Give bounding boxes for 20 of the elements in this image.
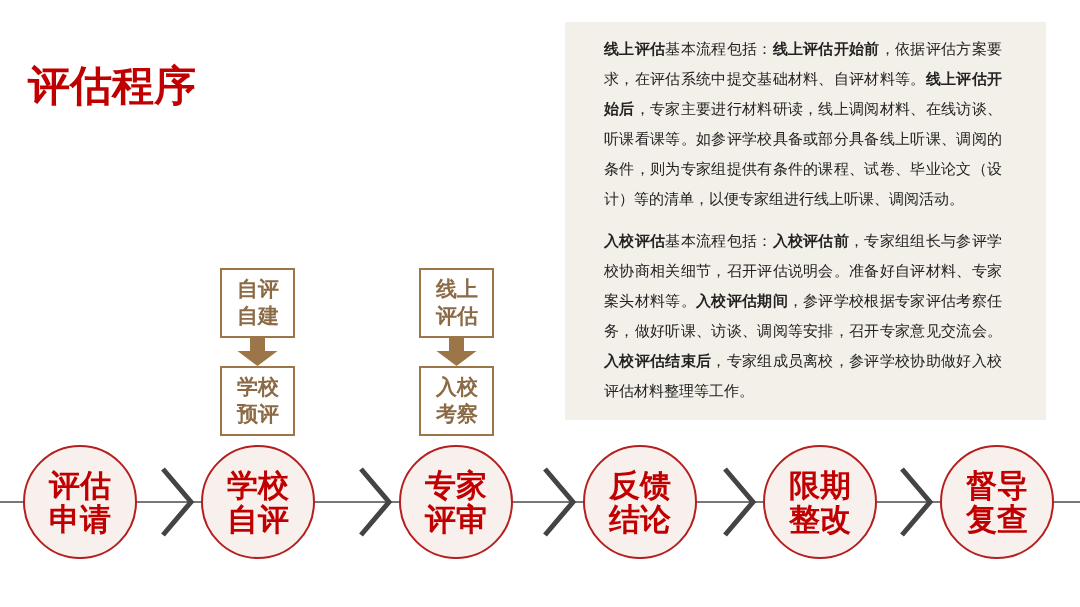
step-circle: 反馈结论 <box>583 445 697 559</box>
chevron-arrow <box>136 466 202 538</box>
paragraph: 入校评估基本流程包括：入校评估前，专家组组长与参评学校协商相关细节，召开评估说明会。准备好自评材料、专家案头材料等。入校评估期间，参评学校根据专家评估考察任务，做好听课、访谈、调阅等安排，召开专家意见交流会。入校评估结束后，专家组成员离校，参评学校协助做好入校评估材料整理等工作。 <box>604 231 1002 401</box>
paragraph: 线上评估基本流程包括：线上评估开始前，依据评估方案要求，在评估系统中提交基础材料、自评材料等。线上评估开始后，专家主要进行材料研读，线上调阅材料、在线访谈、听课看课等。如参评学校具备或部分具备线上听课、调阅的条件，则为专家组提供有条件的课程、试卷、毕业论文（设计）等的清单，以便专家组进行线上听课、调阅活动。 <box>604 39 1002 209</box>
sub-step-box: 线上评估 <box>419 268 494 338</box>
chevron-arrow <box>876 466 941 538</box>
step-circle: 评估申请 <box>23 445 137 559</box>
chevron-arrow <box>314 466 400 538</box>
sub-step-box: 自评自建 <box>220 268 295 338</box>
sub-step-box: 学校预评 <box>220 366 295 436</box>
block-arrow <box>436 338 477 366</box>
title: 评估程序 <box>28 60 196 112</box>
step-circle: 限期整改 <box>763 445 877 559</box>
chevron-arrow <box>512 466 584 538</box>
step-circle: 督导复查 <box>940 445 1054 559</box>
block-arrow <box>237 338 278 366</box>
step-circle: 学校自评 <box>201 445 315 559</box>
chevron-arrow <box>696 466 764 538</box>
sub-step-box: 入校考察 <box>419 366 494 436</box>
step-circle: 专家评审 <box>399 445 513 559</box>
